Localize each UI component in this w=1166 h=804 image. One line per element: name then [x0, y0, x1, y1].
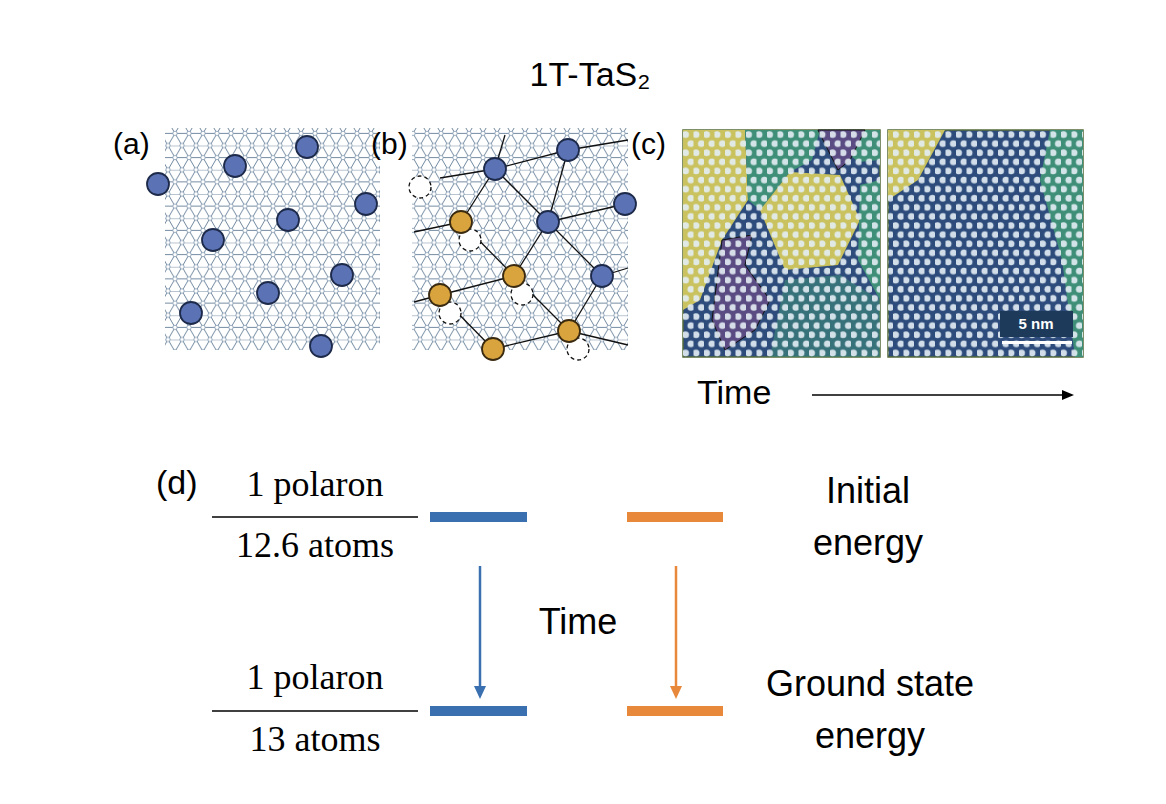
- panel-label: (d): [156, 463, 198, 502]
- axis-label: Time: [539, 601, 618, 642]
- polaron-dots: [484, 139, 636, 287]
- panel-label: (a): [113, 127, 150, 162]
- domain-lines: [414, 135, 628, 349]
- energy-level: [430, 512, 527, 522]
- vacant-sites: [409, 176, 589, 360]
- polaron-dots: [147, 136, 377, 357]
- panel-label: (c): [631, 127, 666, 162]
- scale-bar-box: [1000, 311, 1073, 337]
- arrowhead: [1062, 390, 1074, 400]
- shifted-polarons: [429, 211, 580, 360]
- stm-image: [683, 130, 880, 357]
- arrowhead: [474, 686, 486, 699]
- panel-label: (b): [371, 127, 408, 162]
- arrowhead: [670, 686, 682, 699]
- fraction-bar: [212, 710, 418, 712]
- fraction-denominator: 12.6 atoms: [236, 525, 394, 566]
- energy-level: [627, 512, 723, 522]
- stm-image: [888, 130, 1083, 357]
- fraction-numerator: 1 polaron: [247, 464, 384, 505]
- fraction-bar: [212, 516, 418, 518]
- relaxation-arrow: [675, 566, 678, 688]
- energy-level: [627, 706, 723, 716]
- energy-level: [430, 706, 527, 716]
- scale-label: 5 nm: [1018, 315, 1053, 332]
- scale-bar: [1002, 341, 1072, 344]
- energy-label: Initial energy: [768, 465, 968, 569]
- fraction-denominator: 13 atoms: [250, 719, 381, 760]
- time-arrow: [812, 394, 1064, 396]
- energy-label: Ground state energy: [730, 658, 1010, 762]
- figure-title: 1T-TaS₂: [530, 55, 651, 94]
- atomic-lattice: [165, 128, 380, 350]
- fraction-numerator: 1 polaron: [247, 657, 384, 698]
- axis-label: Time: [697, 373, 771, 412]
- relaxation-arrow: [479, 566, 482, 688]
- atomic-lattice: [412, 128, 628, 350]
